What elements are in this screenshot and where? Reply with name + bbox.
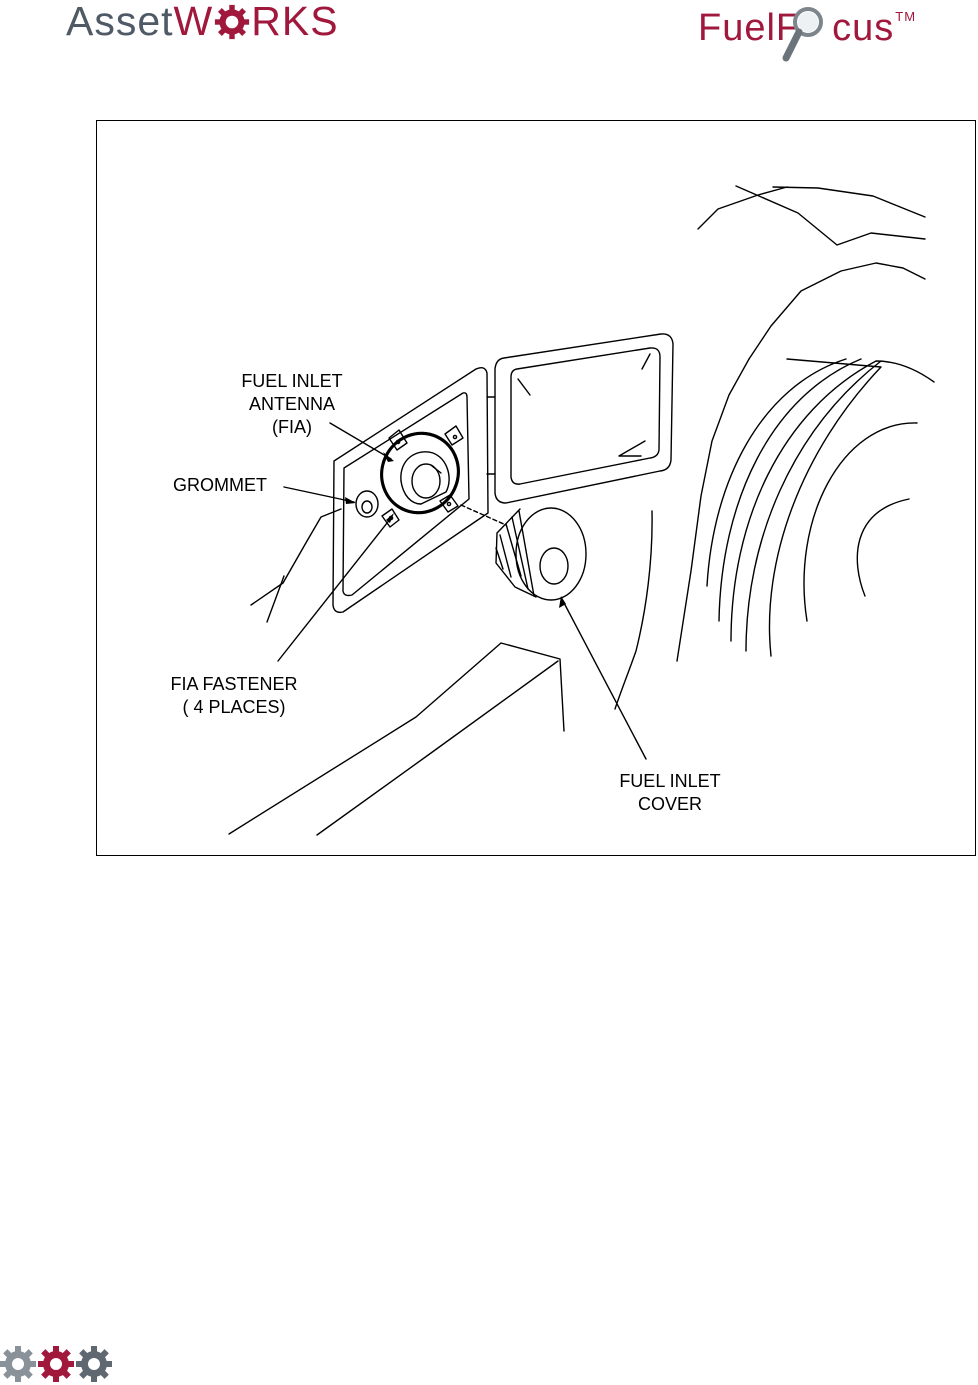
magnifier-icon (778, 0, 838, 66)
assetworks-logo: AssetW RKS (66, 0, 339, 44)
gear-icon (214, 4, 250, 40)
figure-frame: FUEL INLET ANTENNA (FIA) GROMMET FIA FAS… (96, 120, 976, 856)
footer-gears-icon (0, 1342, 120, 1382)
cover-callout: FUEL INLET COVER (611, 770, 729, 816)
grommet-callout: GROMMET (173, 474, 267, 497)
fastener-callout: FIA FASTENER ( 4 PLACES) (157, 673, 311, 719)
fia-callout: FUEL INLET ANTENNA (FIA) (233, 370, 351, 439)
